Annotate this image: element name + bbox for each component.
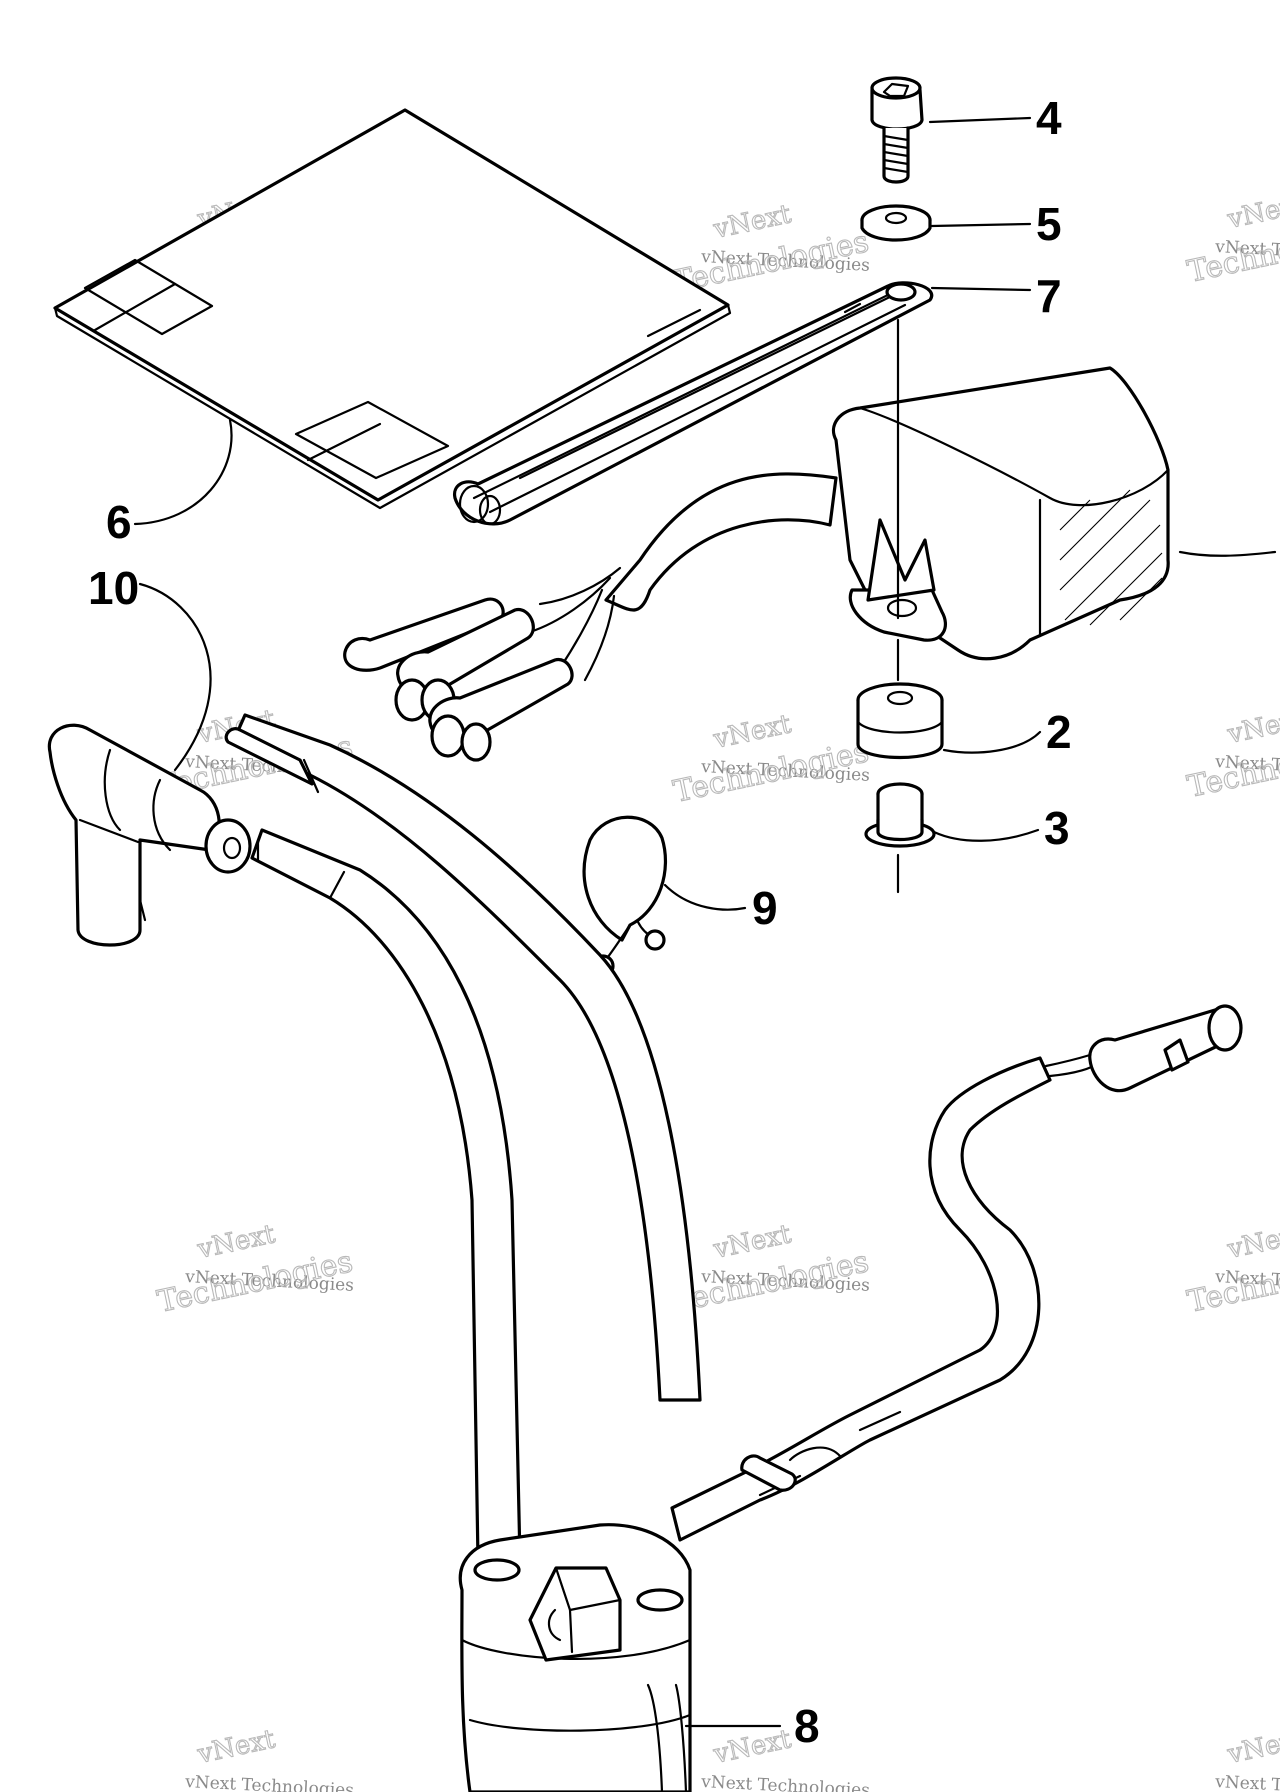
watermark-tile: vNext vNext Technologies Technologies <box>670 1219 873 1321</box>
watermark-tile: vNext vNext Technologies <box>184 1724 355 1792</box>
part-7-strap <box>452 281 934 526</box>
leader-5 <box>930 222 1032 228</box>
watermark-line1: vNext <box>710 1219 794 1265</box>
leader-lines <box>133 116 1277 1728</box>
watermark-line1: vNext <box>710 709 794 755</box>
part-6-sheet <box>53 108 732 510</box>
callout-9: 9 <box>752 882 778 934</box>
watermark-tile: vNext vNext Technologies Technologies <box>1184 189 1280 291</box>
callout-5: 5 <box>1036 198 1062 250</box>
leader-module <box>1178 550 1277 557</box>
callout-4: 4 <box>1036 92 1062 144</box>
part-2-grommet <box>856 682 944 759</box>
ignition-module <box>343 366 1170 762</box>
watermark-tile: vNext vNext Technologies Technologies <box>154 1219 357 1321</box>
leader-6 <box>133 418 233 526</box>
part-3-collar <box>864 782 936 848</box>
watermark-tile: vNext vNext Technologies Technologies <box>1184 1219 1280 1321</box>
watermark-line3: Technologies <box>154 1244 355 1320</box>
watermark-line1: vNext <box>1224 1219 1280 1265</box>
watermark-line2: vNext Technologies <box>1214 1772 1280 1792</box>
watermark-line1: vNext <box>710 199 794 245</box>
watermark-line1: vNext <box>1224 704 1280 750</box>
callout-10: 10 <box>88 562 139 614</box>
leader-2 <box>942 730 1042 754</box>
watermark-line3: Technologies <box>670 734 871 810</box>
callout-7: 7 <box>1036 270 1062 322</box>
watermark-line1: vNext <box>194 1219 278 1265</box>
watermark-line1: vNext <box>194 1724 278 1770</box>
leader-10 <box>138 582 212 772</box>
watermark-line1: vNext <box>710 1724 794 1770</box>
leader-7 <box>930 286 1032 292</box>
watermark-line2: vNext Technologies <box>700 1772 871 1792</box>
part-5-washer <box>860 204 932 242</box>
watermark-tile: vNext vNext Technologies Technologies <box>670 199 873 301</box>
watermark-tile: vNext vNext Technologies Technologies <box>670 709 873 811</box>
callout-3: 3 <box>1044 802 1070 854</box>
callout-8: 8 <box>794 1700 820 1752</box>
leader-3 <box>932 828 1040 842</box>
watermark-line3: Technologies <box>670 1244 871 1320</box>
watermark-line2: vNext Technologies <box>184 1772 355 1792</box>
watermark-tile: vNext vNext Technologies <box>700 1724 871 1792</box>
part-8-ignition-coil <box>224 713 1243 1792</box>
part-4-bolt <box>870 76 924 184</box>
callout-labels: 4 5 7 2 3 9 6 10 8 <box>88 92 1072 1752</box>
callout-2: 2 <box>1046 706 1072 758</box>
leader-4 <box>928 116 1032 124</box>
watermark-tile: vNext vNext Technologies <box>1214 1724 1280 1792</box>
callout-6: 6 <box>106 496 132 548</box>
watermark-line1: vNext <box>1224 1724 1280 1770</box>
watermark-line1: vNext <box>1224 189 1280 235</box>
leader-9 <box>663 883 747 911</box>
part-10-spark-plug-boot <box>47 723 252 947</box>
watermark-tile: vNext vNext Technologies Technologies <box>1184 704 1280 806</box>
